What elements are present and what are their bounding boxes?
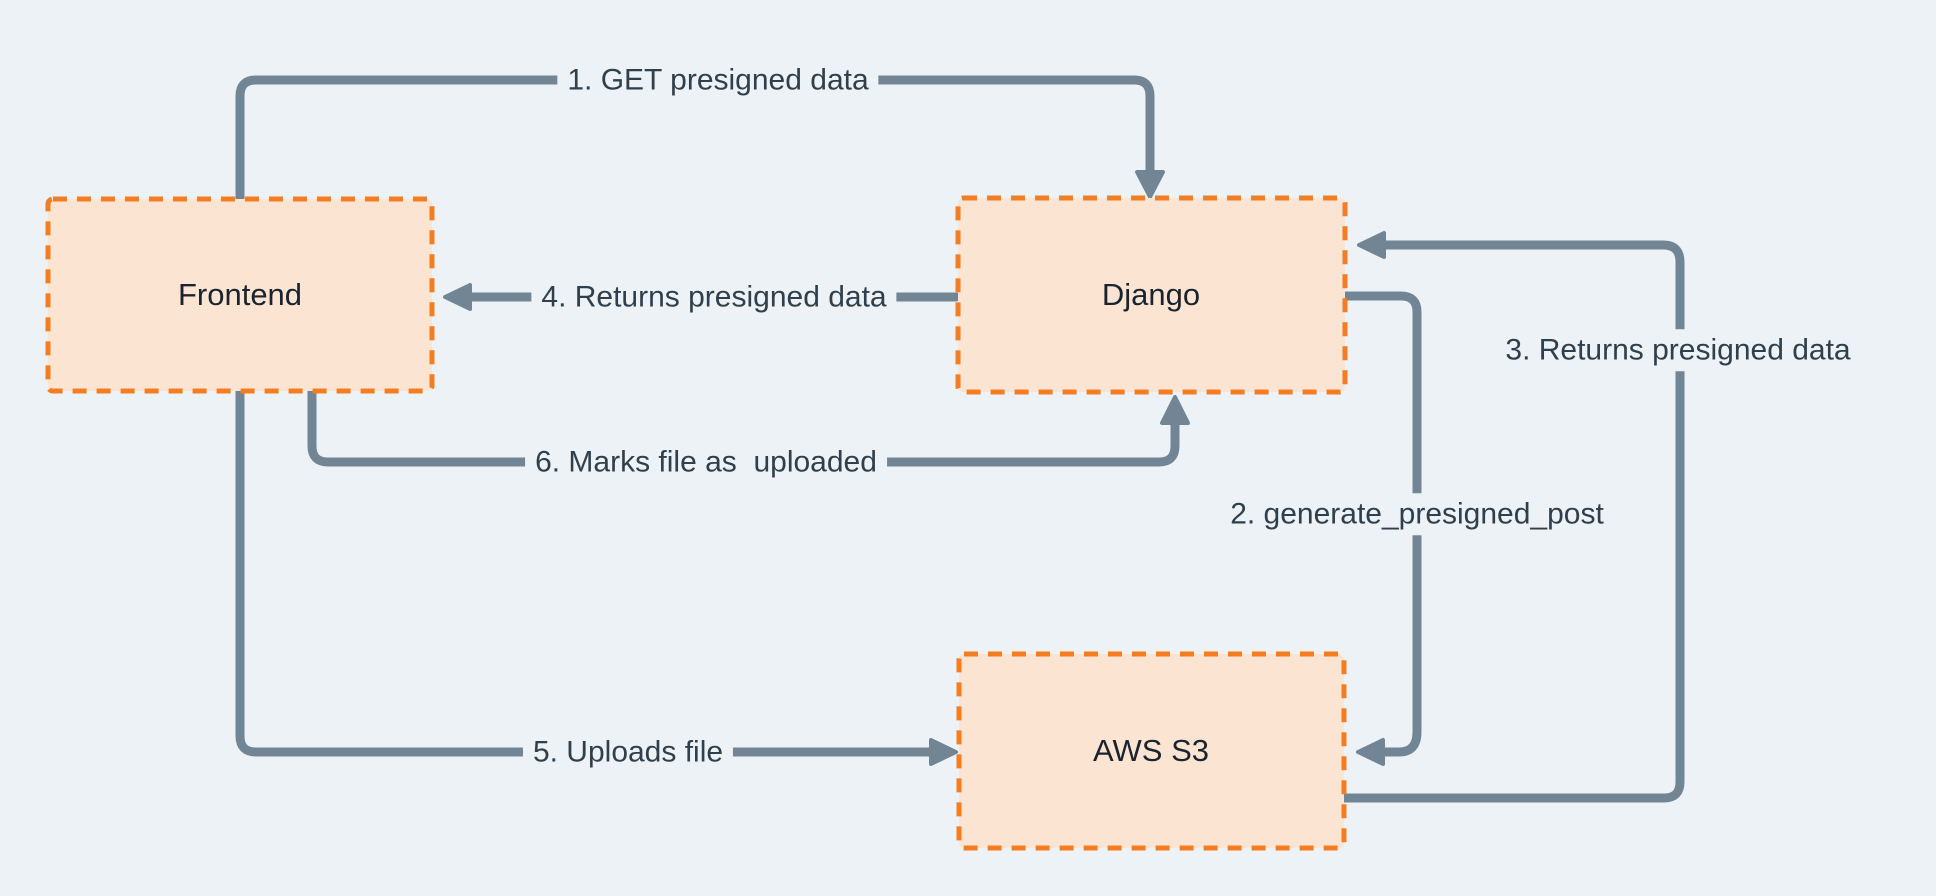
edge-6-arrowhead	[1160, 395, 1190, 425]
edge-3-arrowhead	[1357, 231, 1386, 259]
edge-1-label: 1. GET presigned data	[557, 59, 879, 101]
aws-s3-node-label: AWS S3	[1093, 733, 1209, 768]
aws-s3-node-box	[956, 651, 1347, 851]
edge-3-label: 3. Returns presigned data	[1495, 329, 1861, 371]
edge-2-arrowhead	[1356, 738, 1385, 766]
frontend-node-label: Frontend	[177, 277, 303, 312]
frontend-node-box	[45, 196, 435, 394]
edge-returns-presigned-data-to-django	[1339, 231, 1685, 803]
edge-1-arrowhead	[1135, 170, 1165, 199]
edge-5-line	[235, 386, 935, 757]
edge-4-label: 4. Returns presigned data	[531, 276, 897, 318]
edge-6-label: 6. Marks file as uploaded	[525, 441, 887, 483]
django-node-box	[955, 195, 1348, 395]
edge-5-arrowhead	[929, 738, 958, 766]
edge-5-label: 5. Uploads file	[522, 731, 734, 773]
django-node-label: Django	[1101, 277, 1201, 312]
edge-uploads-file	[235, 386, 958, 766]
edge-4-arrowhead	[443, 283, 472, 311]
edge-2-label: 2. generate_presigned_post	[1220, 493, 1614, 535]
edge-3-line	[1339, 240, 1685, 803]
